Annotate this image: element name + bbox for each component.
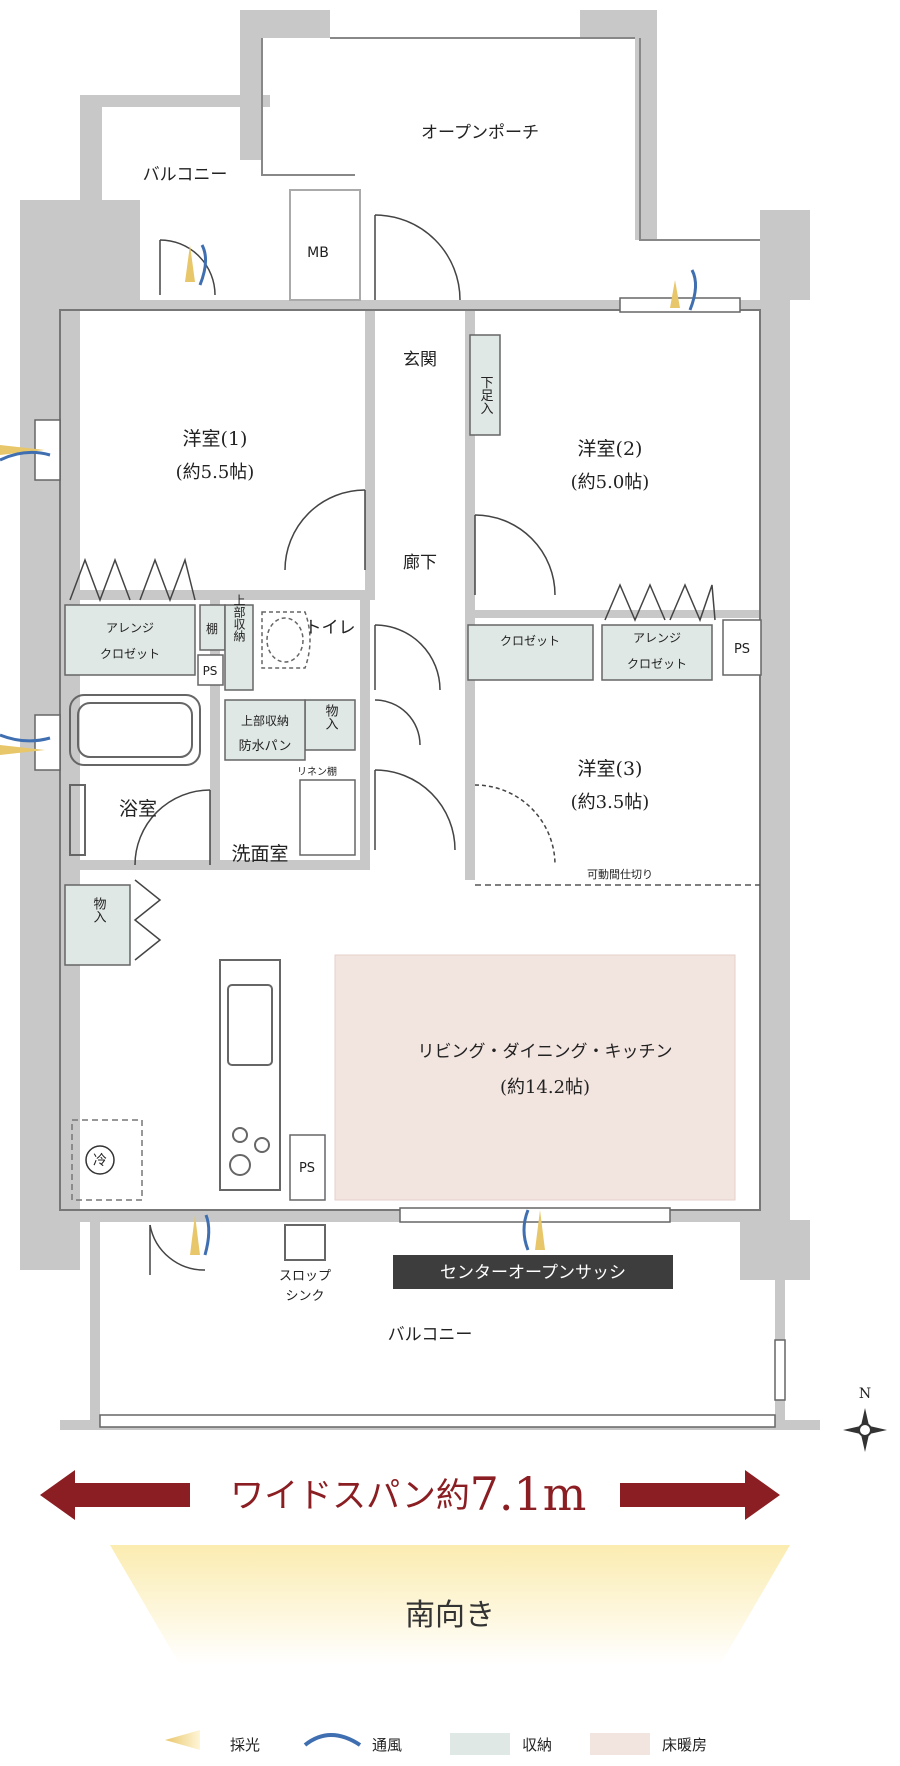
legend-swatches (165, 1730, 650, 1755)
legend-sunlight-label: 採光 (230, 1736, 260, 1754)
center-sash-label: センターオープンサッシ (440, 1263, 626, 1283)
ps-boxes (197, 619, 762, 1201)
bathtub (69, 694, 201, 856)
floor-heating-swatch (590, 1733, 650, 1755)
entrance-label: 玄関 (403, 350, 437, 370)
ps2-label: PS (734, 642, 750, 657)
mb-label: MB (307, 245, 329, 261)
center-sash-label-bg (393, 1255, 673, 1289)
porch-outline (261, 37, 760, 241)
waterproof-pan-label: 防水パン (239, 738, 292, 754)
movable-partition-label: 可動間仕切り (587, 867, 653, 881)
doors (69, 214, 716, 1275)
fridge-space (71, 1119, 143, 1201)
slop-sink (284, 1224, 326, 1261)
arrange-closet1-line2: クロゼット (100, 647, 160, 661)
slop-sink-line2: シンク (285, 1289, 324, 1304)
room1-name: 洋室(1) (183, 428, 248, 450)
storage-areas (64, 334, 713, 966)
porch-label: オープンポーチ (421, 123, 539, 143)
kitchen-counter (219, 959, 281, 1191)
wide-span-value: 7.1m (470, 1467, 587, 1521)
room2-name: 洋室(2) (578, 438, 643, 460)
shoe-storage-label: 下足入 (478, 376, 494, 415)
ldk-name: リビング・ダイニング・キッチン (418, 1042, 673, 1062)
sunlight-icon (165, 1730, 200, 1750)
windows (34, 297, 786, 1428)
balcony-top-label: バルコニー (143, 165, 228, 185)
upper-storage2-label: 上部収納 (241, 713, 289, 728)
toilet-label: トイレ (305, 618, 356, 638)
ventilation-icon (303, 1733, 362, 1747)
arrange-closet1-line1: アレンジ (106, 621, 154, 635)
arrange-closet2-line2: クロゼット (627, 657, 687, 671)
room3-name: 洋室(3) (578, 758, 643, 780)
legend-storage-label: 収納 (522, 1736, 552, 1754)
south-glow (110, 1545, 790, 1665)
storage2-label: 物入 (91, 897, 107, 923)
balcony-bottom-label: バルコニー (388, 1325, 473, 1345)
arrange-closet2-line1: アレンジ (633, 631, 681, 645)
legend-floor-heating-label: 床暖房 (662, 1736, 707, 1754)
sun-wind-markers (0, 244, 697, 1256)
room2-size: (約5.0帖) (571, 472, 650, 493)
wide-span-arrow (40, 1470, 780, 1520)
fridge-label: 冷 (93, 1153, 107, 1169)
storage-swatch (450, 1733, 510, 1755)
vanity (299, 779, 356, 856)
closet-label: クロゼット (500, 634, 560, 648)
washroom-label: 洗面室 (231, 843, 288, 865)
room1-size: (約5.5帖) (176, 462, 255, 483)
upper-storage-label: 上部収納 (232, 594, 246, 642)
room3-size: (約3.5帖) (571, 792, 650, 813)
floor-heating-area (334, 954, 736, 1201)
wide-span-label: ワイドスパン約 (230, 1476, 470, 1516)
ps3-label: PS (299, 1161, 315, 1176)
storage1-label: 物入 (323, 704, 339, 730)
compass-icon (843, 1408, 887, 1452)
linen-label: リネン棚 (297, 765, 337, 778)
legend-ventilation-label: 通風 (372, 1736, 402, 1754)
north-label: N (859, 1386, 871, 1402)
shelf-label: 棚 (206, 621, 218, 636)
ldk-size: (約14.2帖) (500, 1077, 590, 1098)
hallway-label: 廊下 (403, 553, 437, 573)
toilet-fixture (261, 611, 311, 669)
slop-sink-line1: スロップ (279, 1269, 331, 1284)
facing-label: 南向き (405, 1598, 495, 1633)
ps1-label: PS (203, 664, 218, 678)
bathroom-label: 浴室 (119, 798, 157, 820)
